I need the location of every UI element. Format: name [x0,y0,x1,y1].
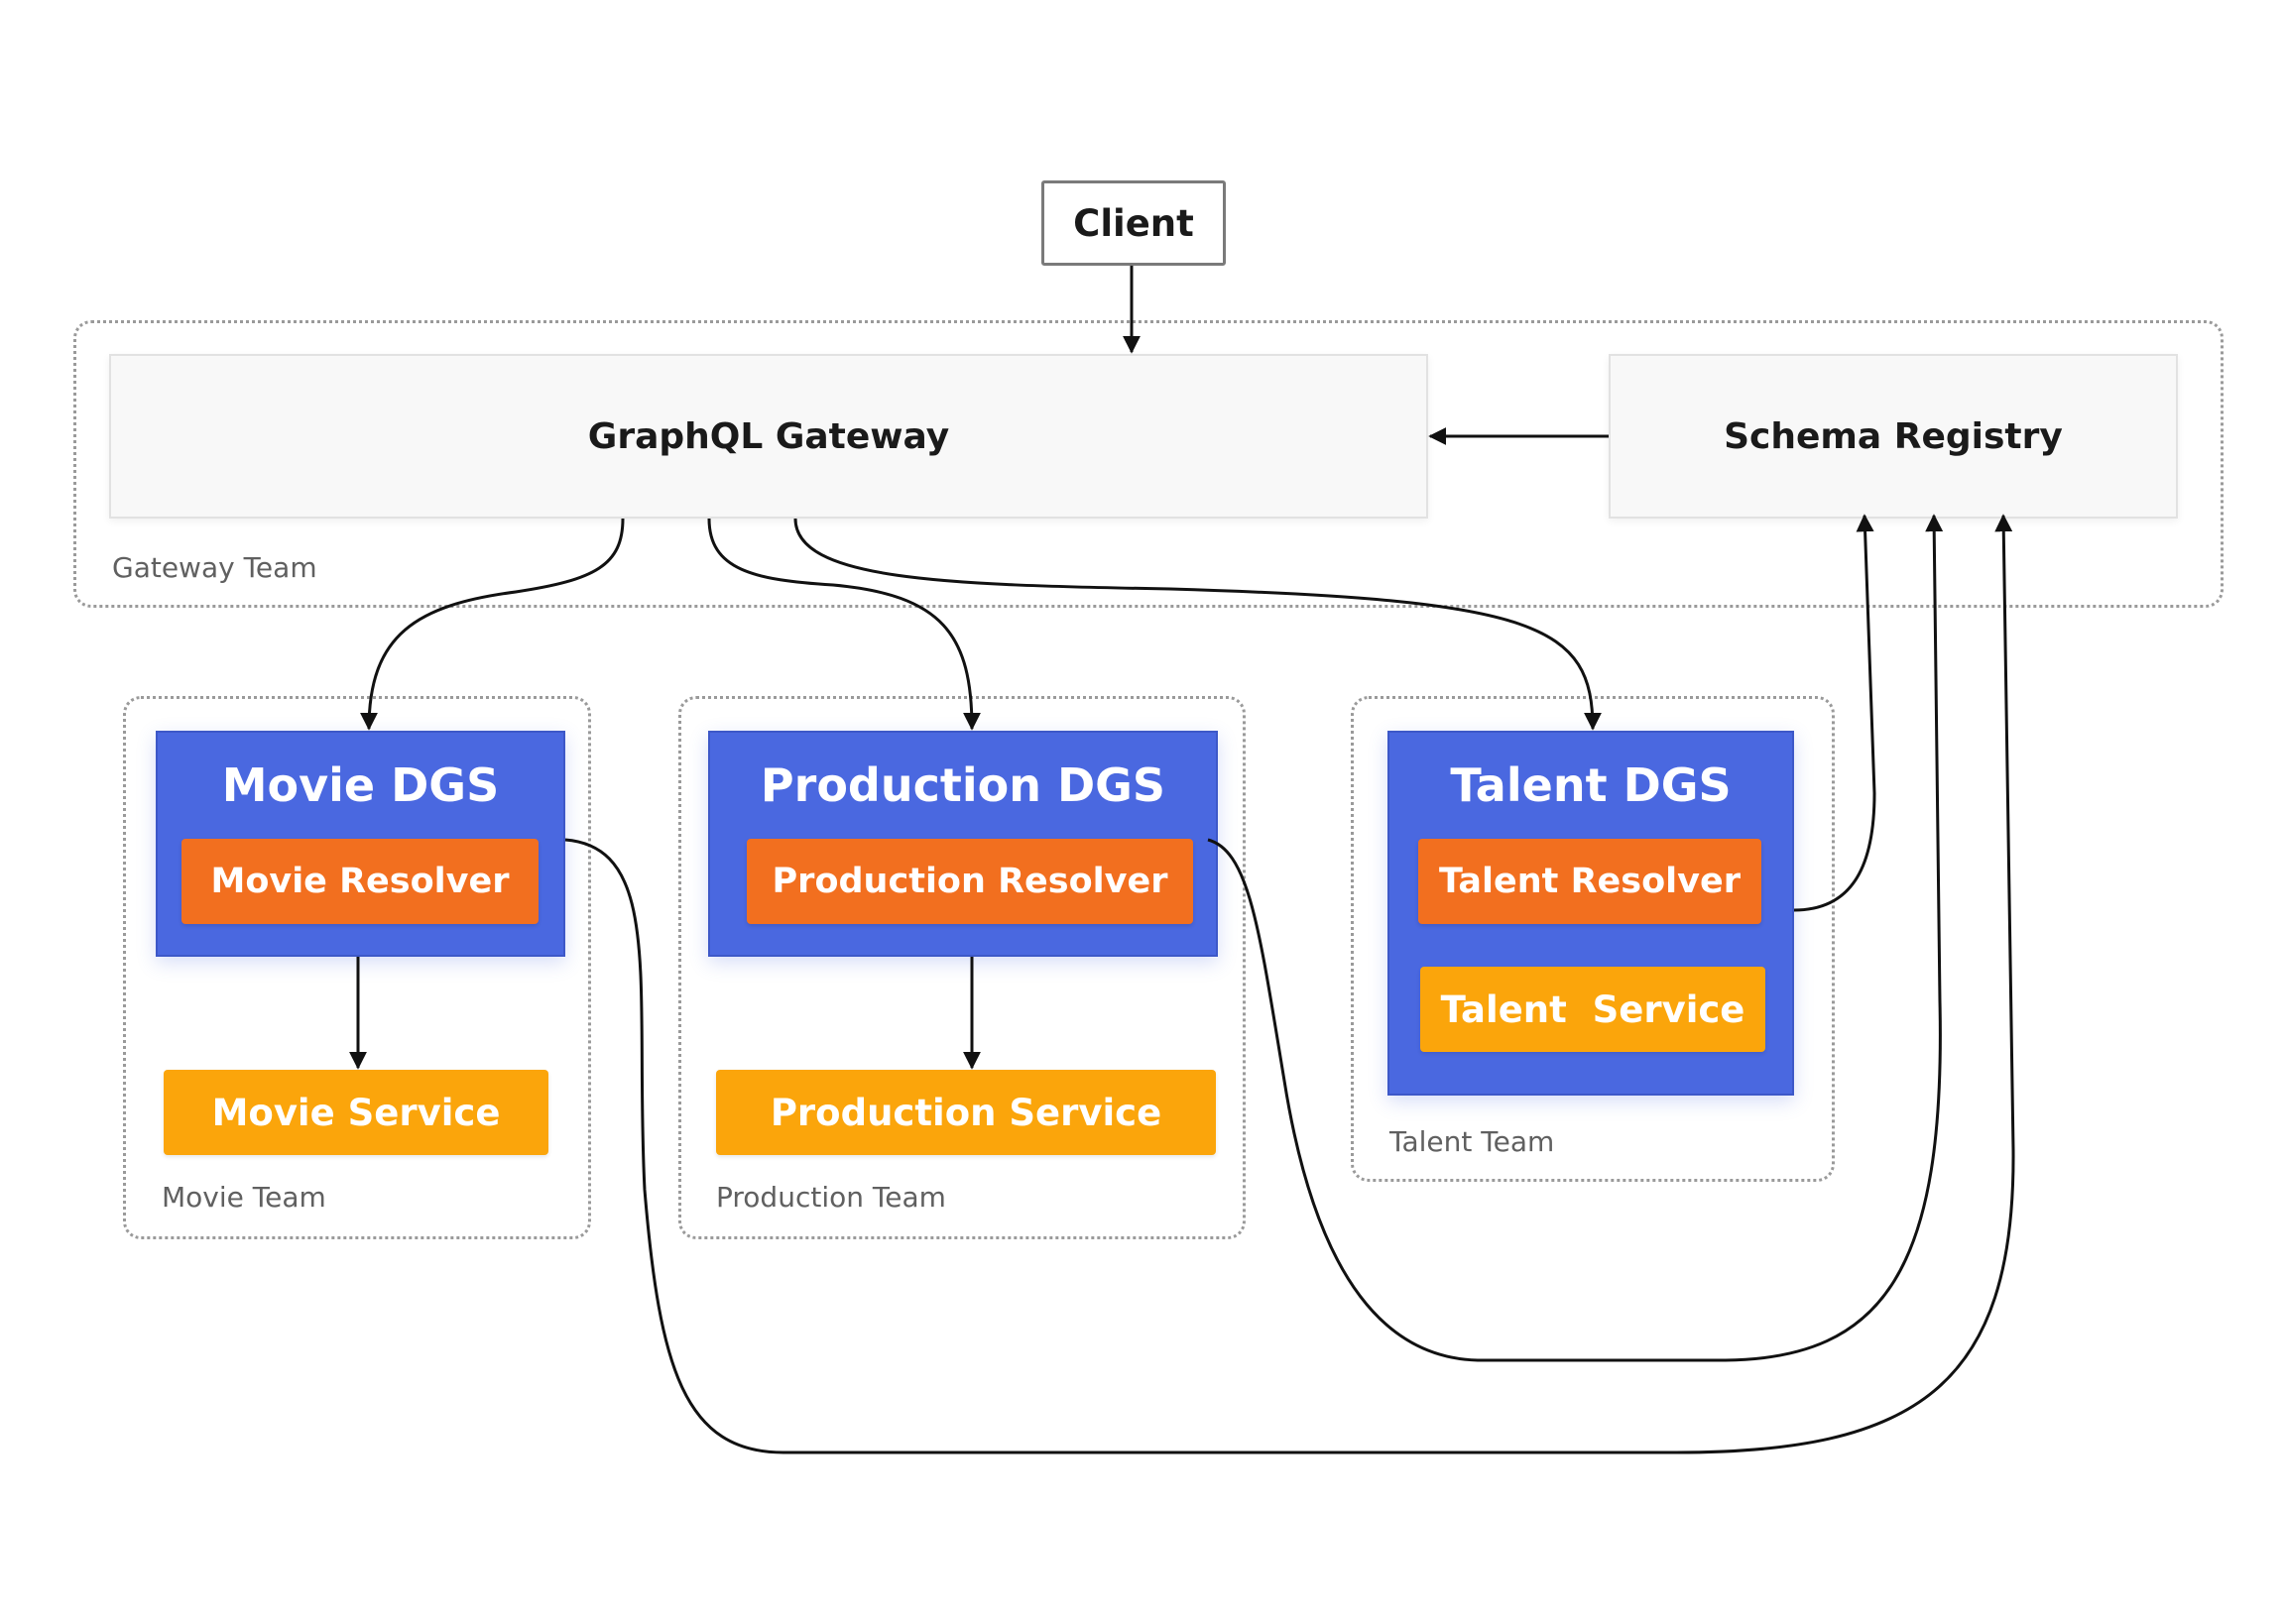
graphql-gateway-node[interactable]: GraphQL Gateway [109,354,1428,519]
edge-talent-dgs-to-registry [1793,514,1876,912]
edge-movie-dgs-to-registry [564,514,2015,1454]
talent-resolver-label: Talent Resolver [1439,862,1741,901]
edge-gateway-to-movie-dgs [360,518,625,731]
production-resolver-node[interactable]: Production Resolver [747,839,1193,924]
talent-resolver-node[interactable]: Talent Resolver [1418,839,1761,924]
schema-registry-node[interactable]: Schema Registry [1609,354,2178,519]
production-service-label: Production Service [770,1091,1162,1134]
gateway-team-group [73,320,2224,608]
graphql-gateway-label: GraphQL Gateway [587,415,950,457]
production-dgs-title: Production DGS [760,758,1166,812]
talent-dgs-title: Talent DGS [1450,758,1732,812]
movie-service-node[interactable]: Movie Service [164,1070,548,1155]
movie-service-label: Movie Service [211,1091,501,1134]
gateway-team-label: Gateway Team [112,551,317,584]
production-service-node[interactable]: Production Service [716,1070,1216,1155]
production-team-group [678,696,1246,1239]
talent-service-label: Talent Service [1440,987,1745,1031]
movie-resolver-label: Movie Resolver [210,862,510,901]
movie-dgs-title: Movie DGS [221,758,500,812]
movie-team-label: Movie Team [162,1181,326,1214]
edge-gateway-to-production-dgs [707,518,981,731]
client-node[interactable]: Client [1041,180,1226,266]
talent-team-group [1351,696,1835,1182]
production-resolver-label: Production Resolver [772,862,1168,901]
talent-service-node[interactable]: Talent Service [1420,967,1765,1052]
movie-team-group [123,696,591,1239]
production-team-label: Production Team [716,1181,946,1214]
schema-registry-label: Schema Registry [1724,415,2063,457]
talent-team-label: Talent Team [1389,1125,1555,1158]
movie-resolver-node[interactable]: Movie Resolver [181,839,539,924]
client-label: Client [1073,201,1194,245]
edge-gateway-to-talent-dgs [793,518,1602,731]
edge-production-dgs-to-registry [1207,514,1944,1362]
